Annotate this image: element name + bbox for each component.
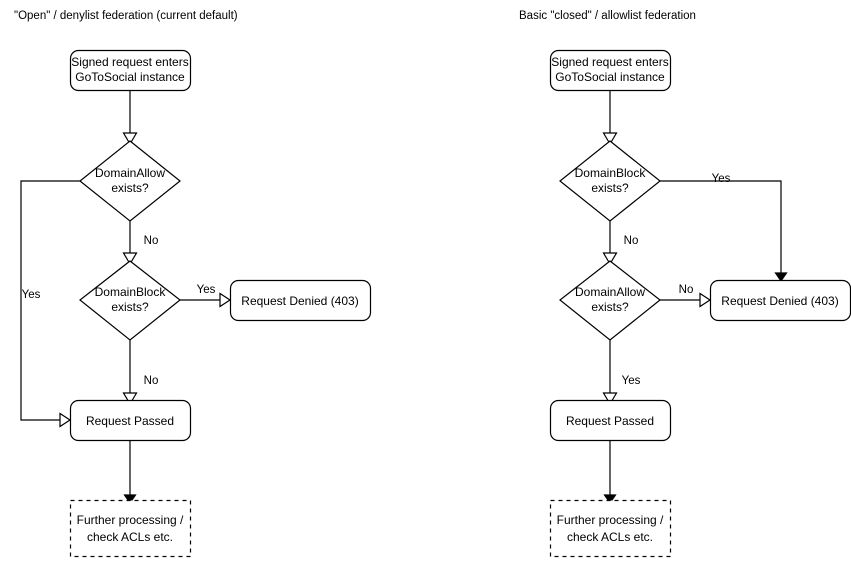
node-entry-right[interactable]: Signed request enters GoToSocial instanc…	[549, 49, 672, 92]
further-label-line1-left: Further processing /	[77, 513, 184, 527]
diagram-title-open-denylist: "Open" / denylist federation (current de…	[14, 10, 238, 22]
edge-decision1-yes-left: Yes	[20, 180, 80, 428]
edge-decision2-no-left: No	[122, 340, 159, 406]
edge-label-d1-no-left: No	[144, 235, 159, 247]
further-label-line2-right: check ACLs etc.	[567, 530, 653, 544]
passed-label-left: Request Passed	[86, 414, 174, 428]
edge-label-d2-no-left: No	[144, 375, 159, 387]
node-request-denied-left[interactable]: Request Denied (403)	[229, 279, 372, 322]
passed-label-right: Request Passed	[566, 414, 654, 428]
further-box-left[interactable]	[69, 499, 192, 558]
node-decision-domainblock-left[interactable]: DomainBlock exists?	[79, 260, 181, 341]
edge-line-d1-yes-left	[20, 180, 80, 421]
decision2-label-line1-right: DomainAllow	[575, 285, 645, 299]
edge-label-d2-yes-left: Yes	[197, 284, 216, 296]
edge-entry-to-decision1-left	[122, 90, 138, 146]
edge-passed-to-further-right	[603, 440, 617, 505]
decision2-label-line1-left: DomainBlock	[95, 285, 167, 299]
denied-box-left[interactable]	[229, 279, 372, 322]
node-entry-left[interactable]: Signed request enters GoToSocial instanc…	[69, 49, 192, 92]
decision1-label-line1-right: DomainBlock	[575, 166, 647, 180]
edge-label-d1-no-right: No	[624, 235, 639, 247]
edge-decision2-yes-left: Yes	[180, 284, 232, 308]
further-label-line1-right: Further processing /	[557, 513, 664, 527]
arrowhead-passed-further-right	[603, 494, 617, 505]
entry-label-line1-right: Signed request enters	[551, 55, 668, 69]
entry-label-line1-left: Signed request enters	[71, 55, 188, 69]
edge-decision1-no-right: No	[602, 221, 639, 266]
denied-label-right: Request Denied (403)	[721, 294, 838, 308]
node-request-passed-right[interactable]: Request Passed	[549, 399, 672, 442]
decision2-label-line2-left: exists?	[111, 300, 149, 314]
node-request-denied-right[interactable]: Request Denied (403)	[709, 279, 851, 322]
arrowhead-d1-no-left	[122, 252, 138, 266]
diagram-title-closed-allowlist: Basic "closed" / allowlist federation	[519, 10, 696, 22]
edge-label-d2-no-right: No	[679, 284, 694, 296]
further-box-right[interactable]	[549, 499, 672, 558]
arrowhead-d1-no-right	[602, 252, 618, 266]
edge-passed-to-further-left	[123, 440, 137, 505]
arrowhead-entry-d1-left	[122, 132, 138, 146]
node-request-passed-left[interactable]: Request Passed	[69, 399, 192, 442]
decision1-label-line2-right: exists?	[591, 181, 629, 195]
arrowhead-d2-yes-right	[602, 392, 618, 406]
further-label-line2-left: check ACLs etc.	[87, 530, 173, 544]
node-further-processing-right[interactable]: Further processing / check ACLs etc.	[549, 499, 672, 558]
node-further-processing-left[interactable]: Further processing / check ACLs etc.	[69, 499, 192, 558]
decision2-label-line2-right: exists?	[591, 300, 629, 314]
edge-decision2-no-right: No	[660, 284, 712, 308]
denied-label-left: Request Denied (403)	[241, 294, 358, 308]
entry-label-line2-right: GoToSocial instance	[555, 70, 665, 84]
diagram-closed-allowlist: Basic "closed" / allowlist federation Si…	[519, 10, 851, 558]
arrowhead-d1-yes-left	[59, 412, 72, 428]
edge-entry-to-decision1-right	[602, 90, 618, 146]
edge-decision2-yes-right: Yes	[602, 340, 641, 406]
decision1-label-line1-left: DomainAllow	[95, 166, 165, 180]
arrowhead-d2-yes-left	[219, 292, 232, 308]
arrowhead-entry-d1-right	[602, 132, 618, 146]
edge-decision1-yes-right: Yes	[660, 173, 788, 283]
edge-label-d1-yes-right: Yes	[712, 173, 731, 185]
edge-label-d2-yes-right: Yes	[622, 375, 641, 387]
edge-decision1-no-left: No	[122, 221, 159, 266]
arrowhead-d1-yes-right	[774, 272, 788, 283]
arrowhead-d2-no-left	[122, 392, 138, 406]
decision1-label-line2-left: exists?	[111, 181, 149, 195]
diagram-open-denylist: "Open" / denylist federation (current de…	[14, 10, 372, 558]
arrowhead-passed-further-left	[123, 494, 137, 505]
edge-label-d1-yes-left: Yes	[22, 289, 41, 301]
edge-line-d1-yes-right	[660, 180, 782, 273]
node-decision-domainallow-left[interactable]: DomainAllow exists?	[79, 140, 181, 222]
node-decision-domainallow-right[interactable]: DomainAllow exists?	[559, 260, 661, 341]
entry-label-line2-left: GoToSocial instance	[75, 70, 185, 84]
arrowhead-d2-no-right	[699, 292, 712, 308]
node-decision-domainblock-right[interactable]: DomainBlock exists?	[559, 140, 661, 222]
